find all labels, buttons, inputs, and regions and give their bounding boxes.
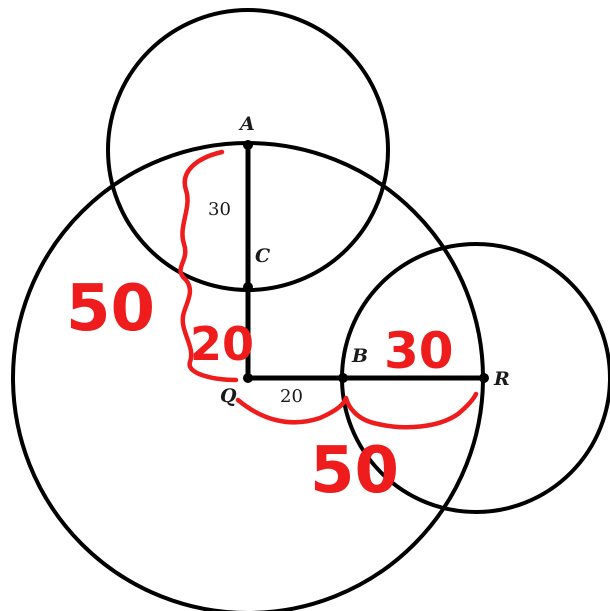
handwritten-length-qr: 50: [310, 434, 399, 508]
label-point-q: Q: [220, 385, 237, 407]
handwritten-brace-qa: [178, 149, 239, 383]
handwritten-length-qa: 50: [66, 272, 155, 346]
point-a-dot: [243, 140, 253, 150]
label-length-qb: 20: [280, 386, 303, 407]
handwritten-length-qc: 20: [190, 317, 254, 371]
label-point-r: R: [493, 368, 510, 390]
handwritten-length-br: 30: [384, 322, 454, 380]
label-point-b: B: [351, 345, 368, 367]
point-r-dot: [479, 373, 489, 383]
point-b-dot: [338, 373, 348, 383]
point-q-dot: [243, 373, 253, 383]
label-length-ac: 30: [208, 199, 231, 220]
label-point-a: A: [238, 113, 255, 135]
label-point-c: C: [255, 245, 270, 267]
handwritten-brace-qr: [235, 391, 479, 430]
point-c-dot: [243, 282, 253, 292]
